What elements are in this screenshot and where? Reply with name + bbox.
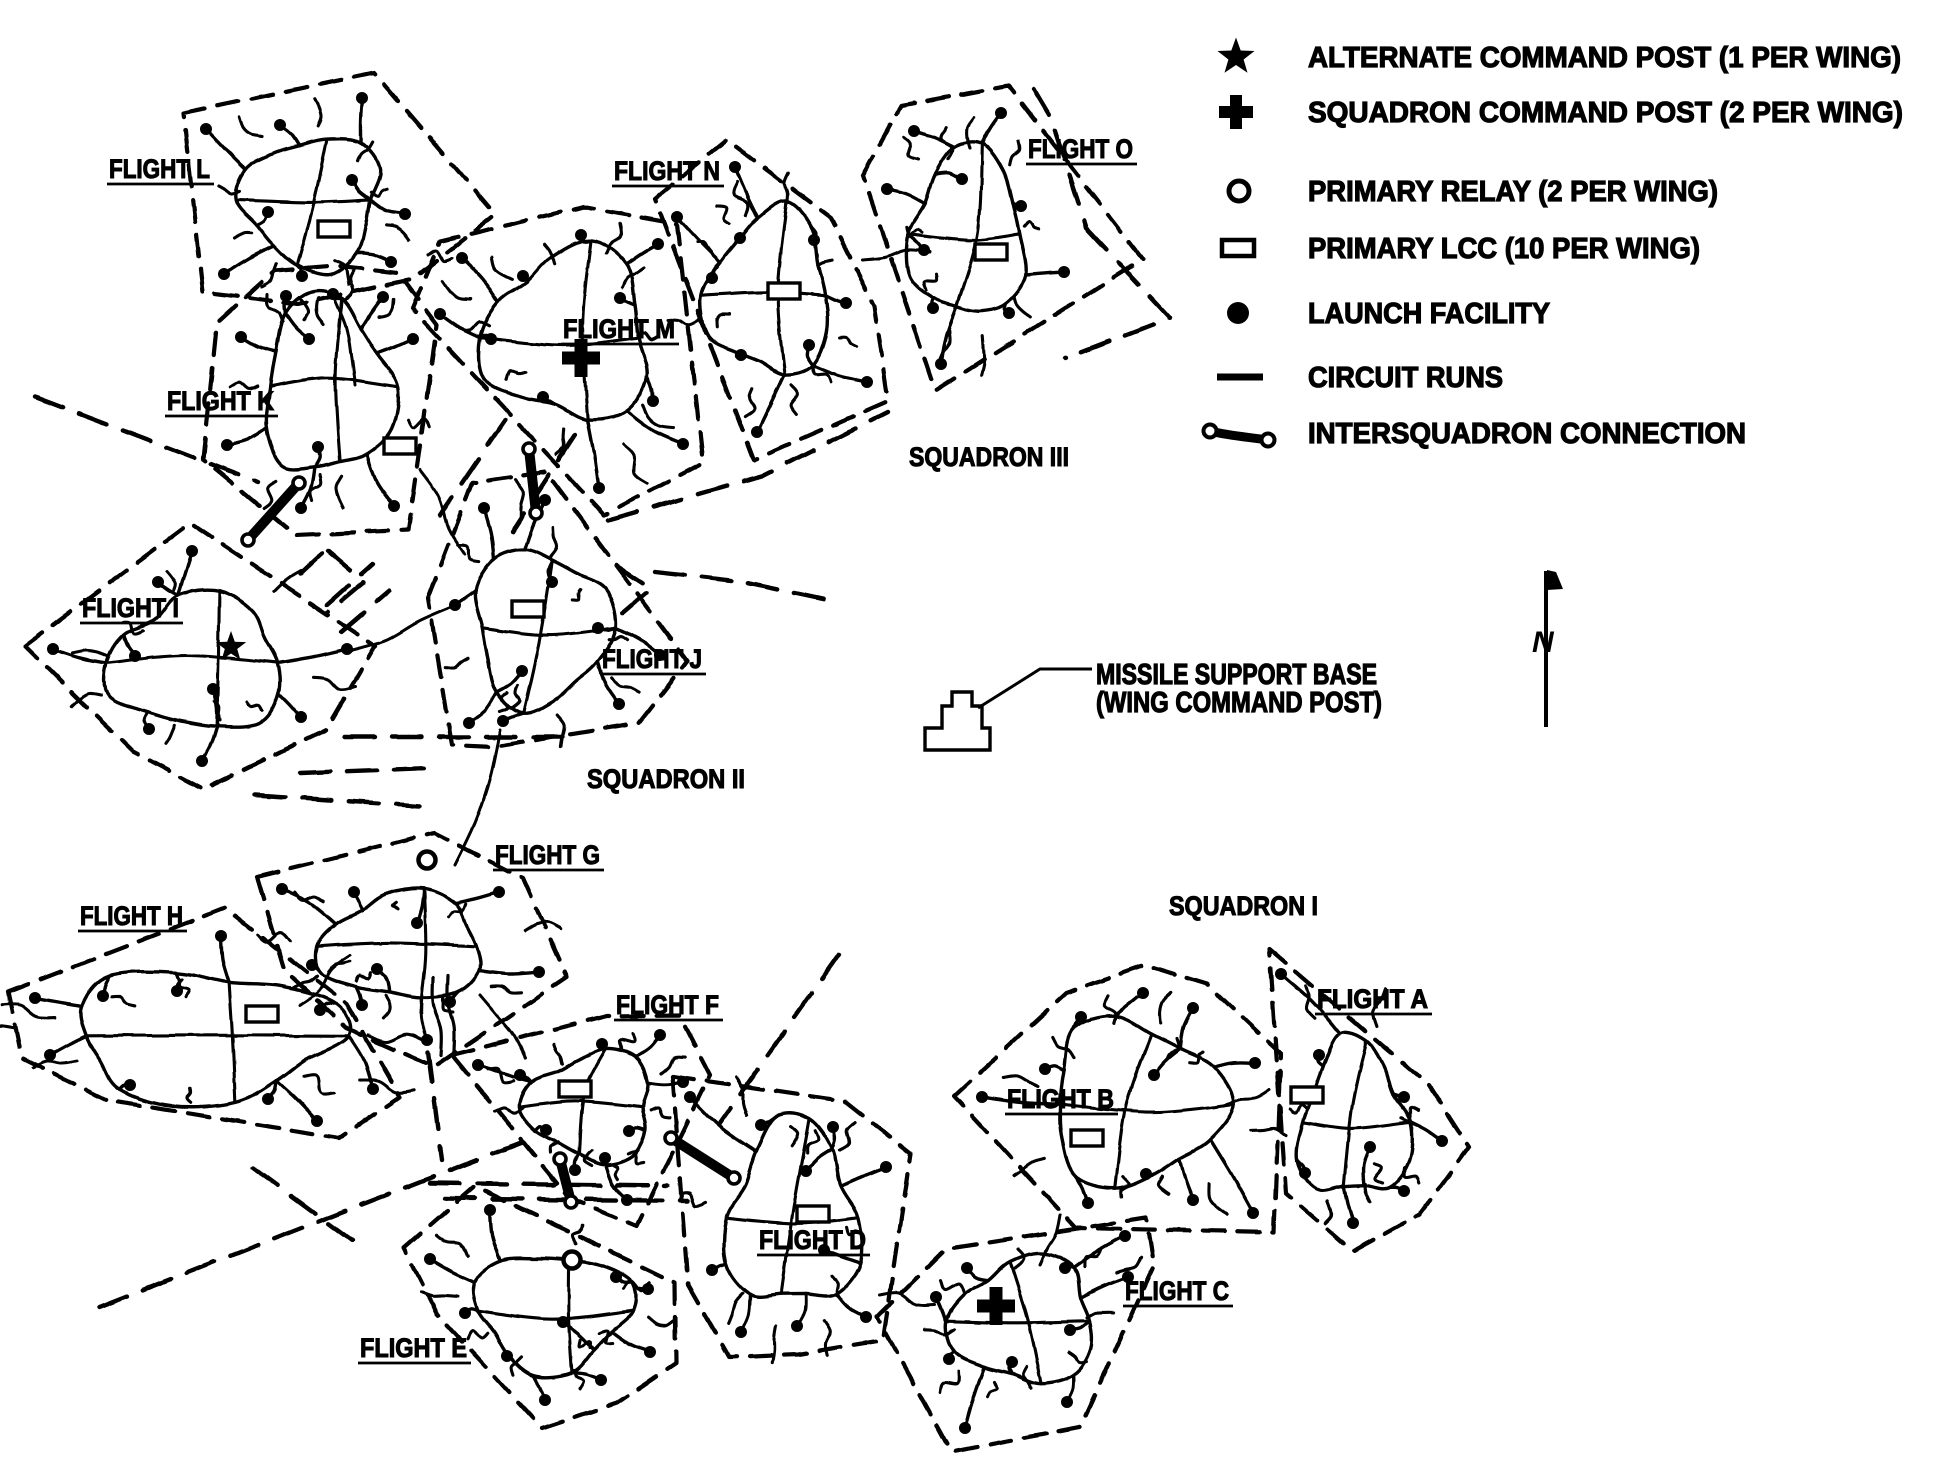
svg-text:FLIGHT H: FLIGHT H (80, 901, 183, 931)
svg-text:SQUADRON II: SQUADRON II (587, 764, 745, 794)
svg-text:FLIGHT D: FLIGHT D (759, 1225, 866, 1255)
svg-text:(WING COMMAND POST): (WING COMMAND POST) (1096, 687, 1382, 719)
svg-text:FLIGHT B: FLIGHT B (1007, 1084, 1114, 1114)
svg-text:ALTERNATE COMMAND POST (1 PER: ALTERNATE COMMAND POST (1 PER WING) (1308, 42, 1901, 74)
svg-text:FLIGHT E: FLIGHT E (360, 1333, 467, 1363)
svg-text:FLIGHT N: FLIGHT N (614, 156, 720, 186)
svg-text:LAUNCH FACILITY: LAUNCH FACILITY (1308, 298, 1550, 330)
svg-text:FLIGHT J: FLIGHT J (602, 644, 702, 674)
svg-text:FLIGHT O: FLIGHT O (1028, 134, 1133, 164)
svg-text:PRIMARY RELAY (2 PER WING): PRIMARY RELAY (2 PER WING) (1308, 176, 1718, 208)
svg-text:MISSILE SUPPORT BASE: MISSILE SUPPORT BASE (1096, 659, 1377, 691)
svg-text:FLIGHT I: FLIGHT I (82, 593, 179, 623)
svg-text:PRIMARY LCC (10 PER WING): PRIMARY LCC (10 PER WING) (1308, 233, 1700, 265)
svg-text:INTERSQUADRON CONNECTION: INTERSQUADRON CONNECTION (1308, 418, 1746, 450)
svg-text:SQUADRON COMMAND POST (2 PER W: SQUADRON COMMAND POST (2 PER WING) (1308, 97, 1903, 129)
svg-text:N: N (1532, 626, 1555, 659)
svg-text:FLIGHT A: FLIGHT A (1317, 984, 1428, 1014)
svg-text:FLIGHT C: FLIGHT C (1125, 1276, 1229, 1306)
svg-text:SQUADRON III: SQUADRON III (909, 442, 1069, 472)
svg-text:SQUADRON I: SQUADRON I (1169, 891, 1318, 921)
svg-text:FLIGHT L: FLIGHT L (109, 154, 210, 184)
svg-text:FLIGHT M: FLIGHT M (563, 314, 675, 344)
svg-text:FLIGHT F: FLIGHT F (616, 990, 719, 1020)
svg-text:FLIGHT G: FLIGHT G (495, 840, 600, 870)
svg-text:CIRCUIT RUNS: CIRCUIT RUNS (1308, 362, 1503, 394)
svg-text:FLIGHT K: FLIGHT K (167, 386, 274, 416)
